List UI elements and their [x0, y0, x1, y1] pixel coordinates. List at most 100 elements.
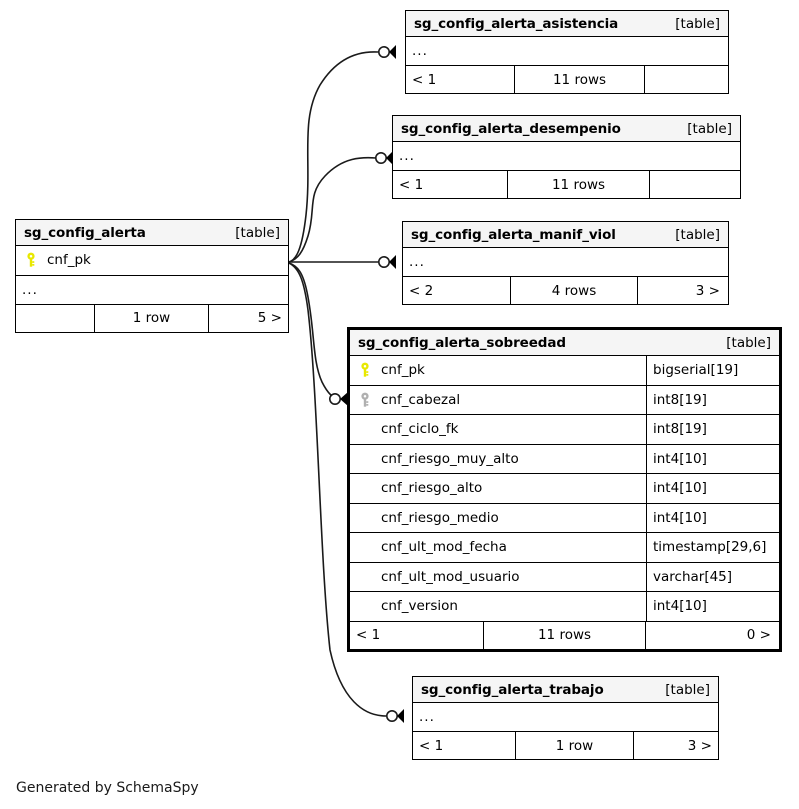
table-sg-config-alerta-trabajo[interactable]: sg_config_alerta_trabajo [table] ... < 1… — [412, 676, 719, 760]
table-sg-config-alerta-manif-viol[interactable]: sg_config_alerta_manif_viol [table] ... … — [402, 221, 729, 305]
more-columns-ellipsis: ... — [403, 248, 728, 277]
edge-endpoint-trabajo — [385, 709, 404, 723]
table-header: sg_config_alerta_desempenio [table] — [393, 116, 740, 142]
table-header: sg_config_alerta_manif_viol [table] — [403, 222, 728, 248]
column-cell: cnf_pk — [350, 362, 646, 378]
column-cell: cnf_ciclo_fk — [350, 421, 646, 437]
column-type: varchar[45] — [646, 562, 779, 591]
edge-endpoint-asistencia — [377, 45, 396, 59]
table-footer: < 1 11 rows — [406, 66, 728, 93]
table-sg-config-alerta[interactable]: sg_config_alerta [table] cnf_pk ... — [15, 219, 289, 333]
footer-children-count: 5 > — [257, 310, 282, 326]
more-columns-ellipsis: ... — [413, 703, 718, 732]
footer-parents-count: < 1 — [399, 176, 424, 193]
footer-parents-count: < 2 — [409, 282, 434, 299]
table-kind-label: [table] — [235, 224, 280, 241]
column-name: cnf_pk — [381, 362, 425, 379]
table-footer: < 1 11 rows 0 > — [350, 621, 779, 649]
footer-row-count: 4 rows — [510, 277, 638, 304]
table-row[interactable]: cnf_riesgo_medio int4[10] — [350, 503, 779, 533]
table-kind-label: [table] — [675, 226, 720, 243]
table-row[interactable]: cnf_pk — [16, 246, 288, 276]
column-name: cnf_riesgo_medio — [381, 509, 499, 526]
table-row[interactable]: cnf_pk bigserial[19] — [350, 356, 779, 386]
column-type: int8[19] — [646, 415, 779, 444]
footer-row-count: 11 rows — [483, 621, 646, 649]
table-footer: < 1 11 rows — [393, 171, 740, 198]
column-cell: cnf_pk — [16, 252, 288, 268]
table-kind-label: [table] — [687, 120, 732, 137]
edge-to-sobreedad — [288, 262, 340, 400]
table-row[interactable]: cnf_riesgo_alto int4[10] — [350, 474, 779, 504]
footer-parents-count: < 1 — [356, 627, 381, 643]
column-cell: cnf_riesgo_muy_alto — [350, 451, 646, 467]
column-type: bigserial[19] — [646, 356, 779, 385]
generated-by-caption: Generated by SchemaSpy — [16, 780, 199, 796]
table-footer: < 1 1 row 3 > — [413, 732, 718, 759]
edge-to-asistencia — [288, 51, 379, 263]
table-kind-label: [table] — [675, 15, 720, 32]
column-name: cnf_ciclo_fk — [381, 421, 459, 438]
more-columns-ellipsis: ... — [16, 276, 288, 305]
table-sg-config-alerta-sobreedad[interactable]: sg_config_alerta_sobreedad [table] cnf_p… — [347, 327, 782, 652]
column-cell: cnf_riesgo_alto — [350, 480, 646, 496]
column-type: int4[10] — [646, 444, 779, 473]
column-type: int4[10] — [646, 503, 779, 532]
table-title: sg_config_alerta_sobreedad — [358, 334, 566, 351]
column-name: cnf_riesgo_muy_alto — [381, 450, 519, 467]
table-title: sg_config_alerta_desempenio — [401, 120, 621, 137]
table-sg-config-alerta-desempenio[interactable]: sg_config_alerta_desempenio [table] ... … — [392, 115, 741, 199]
column-name: cnf_pk — [47, 252, 91, 269]
table-header: sg_config_alerta_trabajo [table] — [413, 677, 718, 703]
footer-children-count — [650, 171, 740, 198]
primary-key-icon — [24, 252, 38, 268]
table-kind-label: [table] — [665, 681, 710, 698]
column-cell: cnf_cabezal — [350, 392, 646, 408]
primary-key-icon — [358, 362, 372, 378]
table-header: sg_config_alerta_sobreedad [table] — [350, 330, 779, 356]
table-footer: < 2 4 rows 3 > — [403, 277, 728, 304]
table-row[interactable]: cnf_ciclo_fk int8[19] — [350, 415, 779, 445]
footer-children-count — [645, 66, 728, 93]
column-type: int8[19] — [646, 385, 779, 414]
table-title: sg_config_alerta_asistencia — [414, 15, 619, 32]
table-footer: 1 row 5 > — [16, 304, 288, 332]
edge-endpoint-desempenio — [374, 151, 393, 165]
table-title: sg_config_alerta_manif_viol — [411, 226, 616, 243]
footer-parents-count: < 1 — [419, 737, 444, 754]
table-header: sg_config_alerta_asistencia [table] — [406, 11, 728, 37]
table-sg-config-alerta-asistencia[interactable]: sg_config_alerta_asistencia [table] ... … — [405, 10, 729, 94]
column-name: cnf_version — [381, 598, 458, 615]
column-cell: cnf_riesgo_medio — [350, 510, 646, 526]
column-type: int4[10] — [646, 592, 779, 621]
footer-row-count: 1 row — [515, 732, 634, 759]
column-name: cnf_cabezal — [381, 391, 461, 408]
edge-endpoint-sobreedad — [328, 392, 348, 406]
foreign-key-icon — [358, 392, 372, 408]
table-row[interactable]: cnf_version int4[10] — [350, 592, 779, 622]
column-name: cnf_riesgo_alto — [381, 480, 483, 497]
column-name: cnf_ult_mod_fecha — [381, 539, 507, 556]
footer-parents-count: < 1 — [412, 71, 437, 88]
column-cell: cnf_ult_mod_usuario — [350, 569, 646, 585]
table-row[interactable]: cnf_cabezal int8[19] — [350, 385, 779, 415]
table-row[interactable]: cnf_riesgo_muy_alto int4[10] — [350, 444, 779, 474]
column-type: int4[10] — [646, 474, 779, 503]
column-type: timestamp[29,6] — [646, 533, 779, 562]
more-columns-ellipsis: ... — [393, 142, 740, 171]
column-name: cnf_ult_mod_usuario — [381, 568, 520, 585]
table-row[interactable]: cnf_ult_mod_usuario varchar[45] — [350, 562, 779, 592]
table-title: sg_config_alerta_trabajo — [421, 681, 604, 698]
table-kind-label: [table] — [726, 334, 771, 351]
table-row[interactable]: cnf_ult_mod_fecha timestamp[29,6] — [350, 533, 779, 563]
table-title: sg_config_alerta — [24, 224, 146, 241]
footer-children-count: 3 > — [695, 282, 720, 299]
table-header: sg_config_alerta [table] — [16, 220, 288, 246]
column-cell: cnf_version — [350, 598, 646, 614]
column-cell: cnf_ult_mod_fecha — [350, 539, 646, 555]
footer-row-count: 11 rows — [507, 171, 650, 198]
footer-children-count: 0 > — [746, 627, 771, 643]
footer-children-count: 3 > — [687, 737, 712, 754]
edge-endpoint-manif-viol — [377, 255, 396, 269]
